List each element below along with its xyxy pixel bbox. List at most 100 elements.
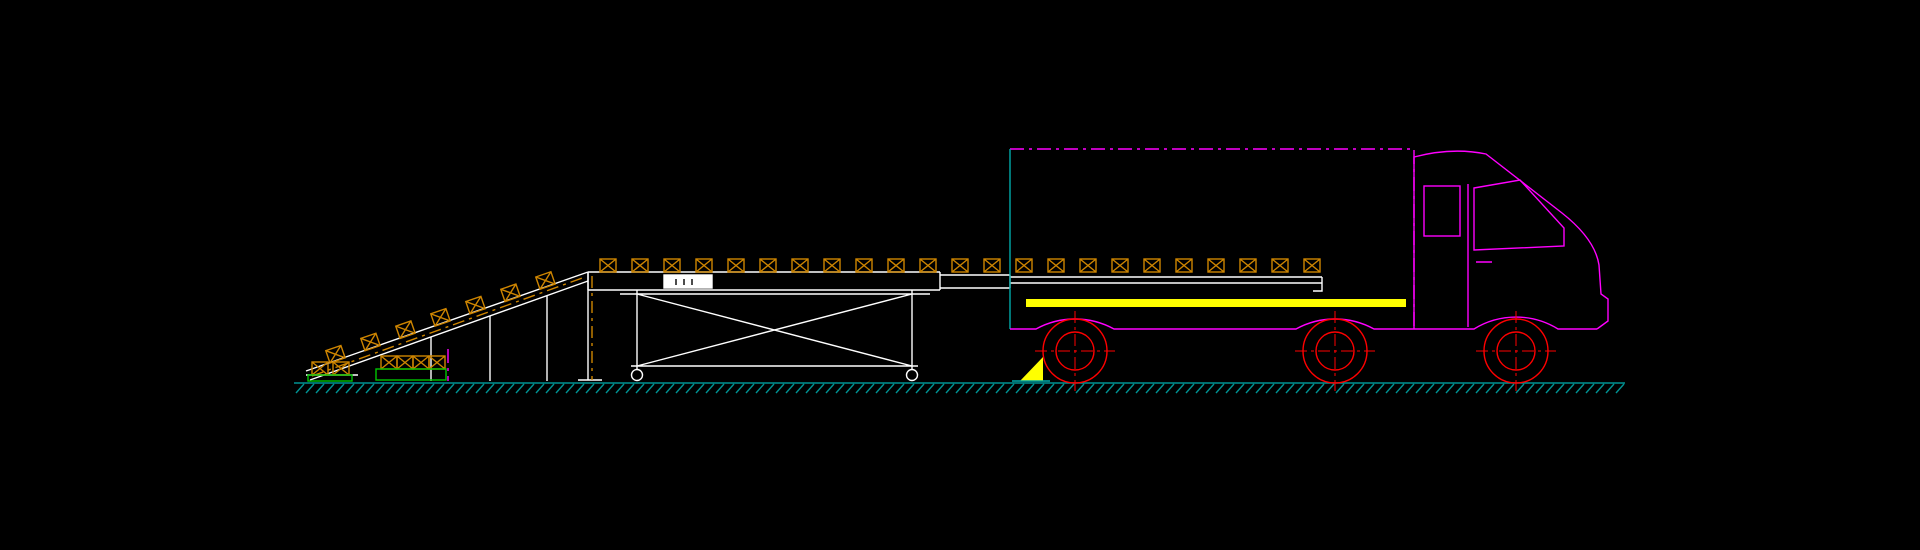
package-outline bbox=[663, 258, 681, 273]
ground-hatch-tick bbox=[1445, 383, 1455, 394]
package-box bbox=[1047, 258, 1065, 273]
package-box bbox=[359, 332, 382, 352]
package-outline bbox=[429, 307, 452, 328]
ground-hatch-tick bbox=[895, 383, 905, 394]
package-diagonal bbox=[380, 355, 398, 370]
ground-hatch-tick bbox=[1485, 383, 1495, 394]
ground-hatch-tick bbox=[1305, 383, 1315, 394]
package-outline bbox=[1271, 258, 1289, 273]
ground-hatch-tick bbox=[1505, 383, 1515, 394]
ground-hatch-tick bbox=[425, 383, 435, 394]
package-outline bbox=[631, 258, 649, 273]
floor-stand bbox=[307, 374, 353, 382]
package-outline bbox=[855, 258, 873, 273]
package-box bbox=[791, 258, 809, 273]
ground-hatch-tick bbox=[505, 383, 515, 394]
package-diagonal bbox=[1303, 258, 1321, 273]
ground-hatch-tick bbox=[585, 383, 595, 394]
ground-hatch-tick bbox=[385, 383, 395, 394]
ground-hatch-tick bbox=[1055, 383, 1065, 394]
package-outline bbox=[951, 258, 969, 273]
ground-hatch-tick bbox=[375, 383, 385, 394]
ground-hatch-tick bbox=[835, 383, 845, 394]
ground-hatch-tick bbox=[335, 383, 345, 394]
support-post bbox=[578, 272, 602, 381]
ground-hatch-tick bbox=[1385, 383, 1395, 394]
ground-hatch-tick bbox=[605, 383, 615, 394]
ground-hatch-tick bbox=[745, 383, 755, 394]
package-diagonal bbox=[428, 355, 446, 370]
ground-hatch-tick bbox=[815, 383, 825, 394]
ground-hatch-tick bbox=[1545, 383, 1555, 394]
ground-hatch-tick bbox=[1115, 383, 1125, 394]
ground-hatch-tick bbox=[565, 383, 575, 394]
package-outline bbox=[823, 258, 841, 273]
wheel-inner-circle bbox=[1315, 331, 1355, 371]
package-diagonal bbox=[396, 355, 414, 370]
package-outline bbox=[727, 258, 745, 273]
package-box bbox=[631, 258, 649, 273]
package-box bbox=[1239, 258, 1257, 273]
package-diagonal bbox=[465, 300, 486, 310]
package-box bbox=[823, 258, 841, 273]
package-diagonal bbox=[1015, 258, 1033, 273]
package-outline bbox=[599, 258, 617, 273]
ground-hatch-tick bbox=[975, 383, 985, 394]
package-diagonal bbox=[1239, 258, 1257, 273]
package-box bbox=[1015, 258, 1033, 273]
ground-hatch-tick bbox=[995, 383, 1005, 394]
ground-hatch-tick bbox=[1255, 383, 1265, 394]
ground-hatch-tick bbox=[1425, 383, 1435, 394]
wheel-inner-circle bbox=[1055, 331, 1095, 371]
package-box bbox=[1175, 258, 1193, 273]
package-outline bbox=[1207, 258, 1225, 273]
ground-hatch-tick bbox=[1175, 383, 1185, 394]
package-diagonal bbox=[887, 258, 905, 273]
package-diagonal bbox=[1079, 258, 1097, 273]
package-diagonal bbox=[951, 258, 969, 273]
ground-hatch-tick bbox=[1085, 383, 1095, 394]
ground-hatch-tick bbox=[405, 383, 415, 394]
ground-hatch-tick bbox=[435, 383, 445, 394]
ground-hatch-tick bbox=[1145, 383, 1155, 394]
ground-hatch-tick bbox=[675, 383, 685, 394]
ground-hatch-tick bbox=[765, 383, 775, 394]
package-outline bbox=[887, 258, 905, 273]
ground-hatch-tick bbox=[645, 383, 655, 394]
ground-hatch-tick bbox=[915, 383, 925, 394]
package-box bbox=[429, 307, 452, 328]
ground-hatch-tick bbox=[1095, 383, 1105, 394]
ground-hatch-tick bbox=[1035, 383, 1045, 394]
drive-unit bbox=[663, 274, 713, 289]
ground-hatch-tick bbox=[1555, 383, 1565, 394]
package-outline bbox=[464, 295, 487, 315]
ground-hatch-tick bbox=[1405, 383, 1415, 394]
package-outline bbox=[1303, 258, 1321, 273]
telescopic-conveyor bbox=[306, 271, 1323, 382]
ground-hatch-tick bbox=[905, 383, 915, 394]
ground-hatch-tick bbox=[325, 383, 335, 394]
cab-bottom bbox=[1414, 316, 1597, 330]
ground-hatch-tick bbox=[1465, 383, 1475, 394]
ground-hatch-tick bbox=[1075, 383, 1085, 394]
ground-hatch-tick bbox=[1195, 383, 1205, 394]
ground-hatch-tick bbox=[1395, 383, 1405, 394]
package-outline bbox=[1015, 258, 1033, 273]
ground-hatch-tick bbox=[535, 383, 545, 394]
ground-hatch-tick bbox=[365, 383, 375, 394]
ground-hatch-tick bbox=[985, 383, 995, 394]
package-box bbox=[1207, 258, 1225, 273]
ground-hatch-tick bbox=[1045, 383, 1055, 394]
ground-hatch-tick bbox=[545, 383, 555, 394]
boom-base-section bbox=[587, 271, 941, 291]
ground-hatch-tick bbox=[595, 383, 605, 394]
truck bbox=[1009, 148, 1609, 330]
ground-hatch-tick bbox=[575, 383, 585, 394]
package-diagonal bbox=[1175, 258, 1193, 273]
ground-hatch-tick bbox=[465, 383, 475, 394]
ground-hatch-tick bbox=[1215, 383, 1225, 394]
ground-hatch-tick bbox=[1595, 383, 1605, 394]
ground-hatch-tick bbox=[1525, 383, 1535, 394]
package-outline bbox=[324, 344, 347, 364]
